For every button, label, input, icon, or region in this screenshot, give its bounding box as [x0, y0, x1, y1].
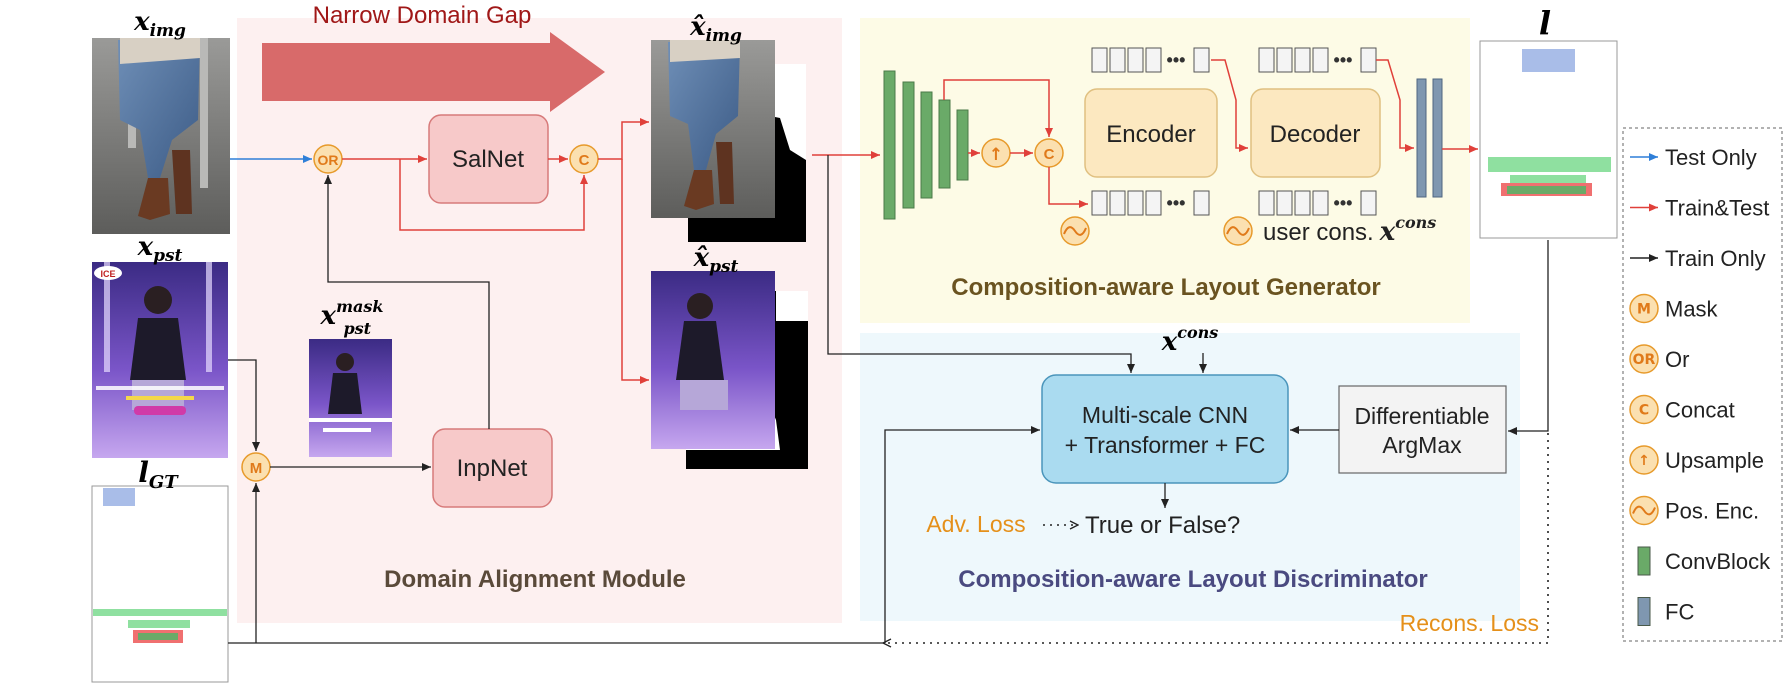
- upsample-operator: ↑: [981, 138, 1011, 168]
- legend-item: ConvBlock: [1637, 546, 1771, 576]
- token-row-enc-in: •••: [1091, 190, 1210, 216]
- svg-text:SalNet: SalNet: [452, 146, 524, 173]
- concat-operator-gen: C: [1034, 138, 1064, 168]
- svg-text:InpNet: InpNet: [457, 455, 528, 482]
- svg-text:↑: ↑: [989, 145, 1003, 165]
- token-row-dec-in: •••: [1258, 190, 1377, 216]
- token-row-enc-out: •••: [1091, 47, 1210, 73]
- svg-text:Encoder: Encoder: [1106, 121, 1195, 148]
- x-cons-label: xcons: [1161, 323, 1219, 357]
- legend-label: Or: [1665, 347, 1689, 372]
- svg-text:•••: •••: [1167, 193, 1186, 213]
- x-hat-img-label: x̂img: [689, 12, 742, 46]
- legend-item: Train Only: [1630, 246, 1766, 271]
- svg-text:C: C: [579, 152, 590, 169]
- pos-enc-icon: [1060, 216, 1090, 246]
- argmax-block: Differentiable ArgMax: [1338, 385, 1507, 474]
- svg-text:OR: OR: [318, 152, 339, 168]
- svg-text:•••: •••: [1167, 50, 1186, 70]
- legend-label: Concat: [1665, 398, 1735, 423]
- x-hat-pst-image: [651, 271, 808, 469]
- discriminator-title: Composition-aware Layout Discriminator: [958, 566, 1427, 593]
- x-hat-pst-label: x̂pst: [693, 243, 739, 277]
- x-pst-mask-image: [309, 339, 392, 457]
- legend-op-glyph: ↑: [1638, 453, 1650, 469]
- generator-title: Composition-aware Layout Generator: [951, 274, 1380, 301]
- salnet-block: SalNet: [428, 114, 549, 204]
- user-cons-label: user cons.xcons: [1263, 213, 1436, 247]
- pos-enc-icon: [1223, 216, 1253, 246]
- inpnet-block: InpNet: [432, 428, 553, 508]
- legend-block-icon: [1637, 597, 1651, 626]
- legend-op-glyph: OR: [1633, 352, 1656, 368]
- legend-wave-icon: [1632, 505, 1656, 516]
- l-output-layout: [1479, 40, 1618, 239]
- x-img-label: ximg: [133, 7, 186, 41]
- legend-block-icon: [1637, 546, 1651, 576]
- legend-label: Pos. Enc.: [1665, 499, 1759, 524]
- svg-text:Differentiable: Differentiable: [1354, 403, 1489, 429]
- svg-text:Decoder: Decoder: [1270, 121, 1361, 148]
- legend-op-icon: [1629, 344, 1659, 374]
- legend-label: FC: [1665, 600, 1694, 625]
- svg-text:•••: •••: [1334, 50, 1353, 70]
- svg-text:+ Transformer + FC: + Transformer + FC: [1065, 432, 1266, 458]
- legend-item: Train&Test: [1630, 196, 1769, 221]
- legend-op-glyph: M: [1637, 302, 1651, 318]
- fc-layers: [1416, 78, 1443, 198]
- narrow-gap-label: Narrow Domain Gap: [313, 2, 532, 29]
- legend-label: Mask: [1665, 297, 1719, 322]
- legend-item: ↑ Upsample: [1629, 445, 1764, 475]
- decoder-block: Decoder: [1250, 88, 1381, 178]
- legend-label: Train Only: [1665, 246, 1766, 271]
- legend-label: Upsample: [1665, 448, 1764, 473]
- l-gt-layout: [91, 485, 229, 683]
- legend-item: OR Or: [1629, 344, 1689, 374]
- svg-text:ArgMax: ArgMax: [1382, 432, 1462, 458]
- legend-op-icon: [1629, 445, 1659, 475]
- x-img-image: [92, 38, 230, 234]
- adv-loss-label: Adv. Loss: [926, 511, 1025, 537]
- alignment-title: Domain Alignment Module: [384, 566, 686, 593]
- svg-text:M: M: [250, 460, 263, 477]
- svg-text:•••: •••: [1334, 193, 1353, 213]
- encoder-block: Encoder: [1084, 88, 1218, 178]
- legend-op-icon: [1629, 394, 1659, 425]
- l-output-label: l: [1539, 4, 1551, 42]
- legend-item: Pos. Enc.: [1629, 495, 1759, 526]
- svg-text:C: C: [1044, 146, 1055, 163]
- l-gt-label: lGT: [138, 456, 179, 493]
- svg-text:ICE: ICE: [100, 269, 115, 279]
- x-hat-img-image: [651, 40, 806, 242]
- legend-item: Test Only: [1630, 145, 1757, 170]
- or-operator: OR: [313, 144, 343, 174]
- concat-operator-align: C: [569, 144, 599, 174]
- legend-label: ConvBlock: [1665, 549, 1771, 574]
- true-or-false-label: True or False?: [1085, 512, 1240, 539]
- cnn-transformer-block: Multi-scale CNN + Transformer + FC: [1041, 374, 1289, 484]
- conv-pyramid: [883, 70, 969, 220]
- legend-op-icon: [1629, 293, 1659, 324]
- legend-item: FC: [1637, 597, 1694, 626]
- legend-label: Train&Test: [1665, 196, 1769, 221]
- token-row-dec-out: •••: [1258, 47, 1377, 73]
- svg-text:Multi-scale CNN: Multi-scale CNN: [1082, 402, 1248, 428]
- legend-item: C Concat: [1629, 394, 1735, 425]
- x-pst-label: xpst: [137, 232, 183, 266]
- mask-operator: M: [241, 452, 271, 482]
- domain-gap-arrow: [262, 32, 605, 112]
- legend-label: Test Only: [1665, 145, 1757, 170]
- legend-op-glyph: C: [1639, 403, 1649, 419]
- x-pst-image: ICE: [92, 262, 228, 458]
- legend-item: M Mask: [1629, 293, 1719, 324]
- recons-loss-label: Recons. Loss: [1400, 610, 1539, 636]
